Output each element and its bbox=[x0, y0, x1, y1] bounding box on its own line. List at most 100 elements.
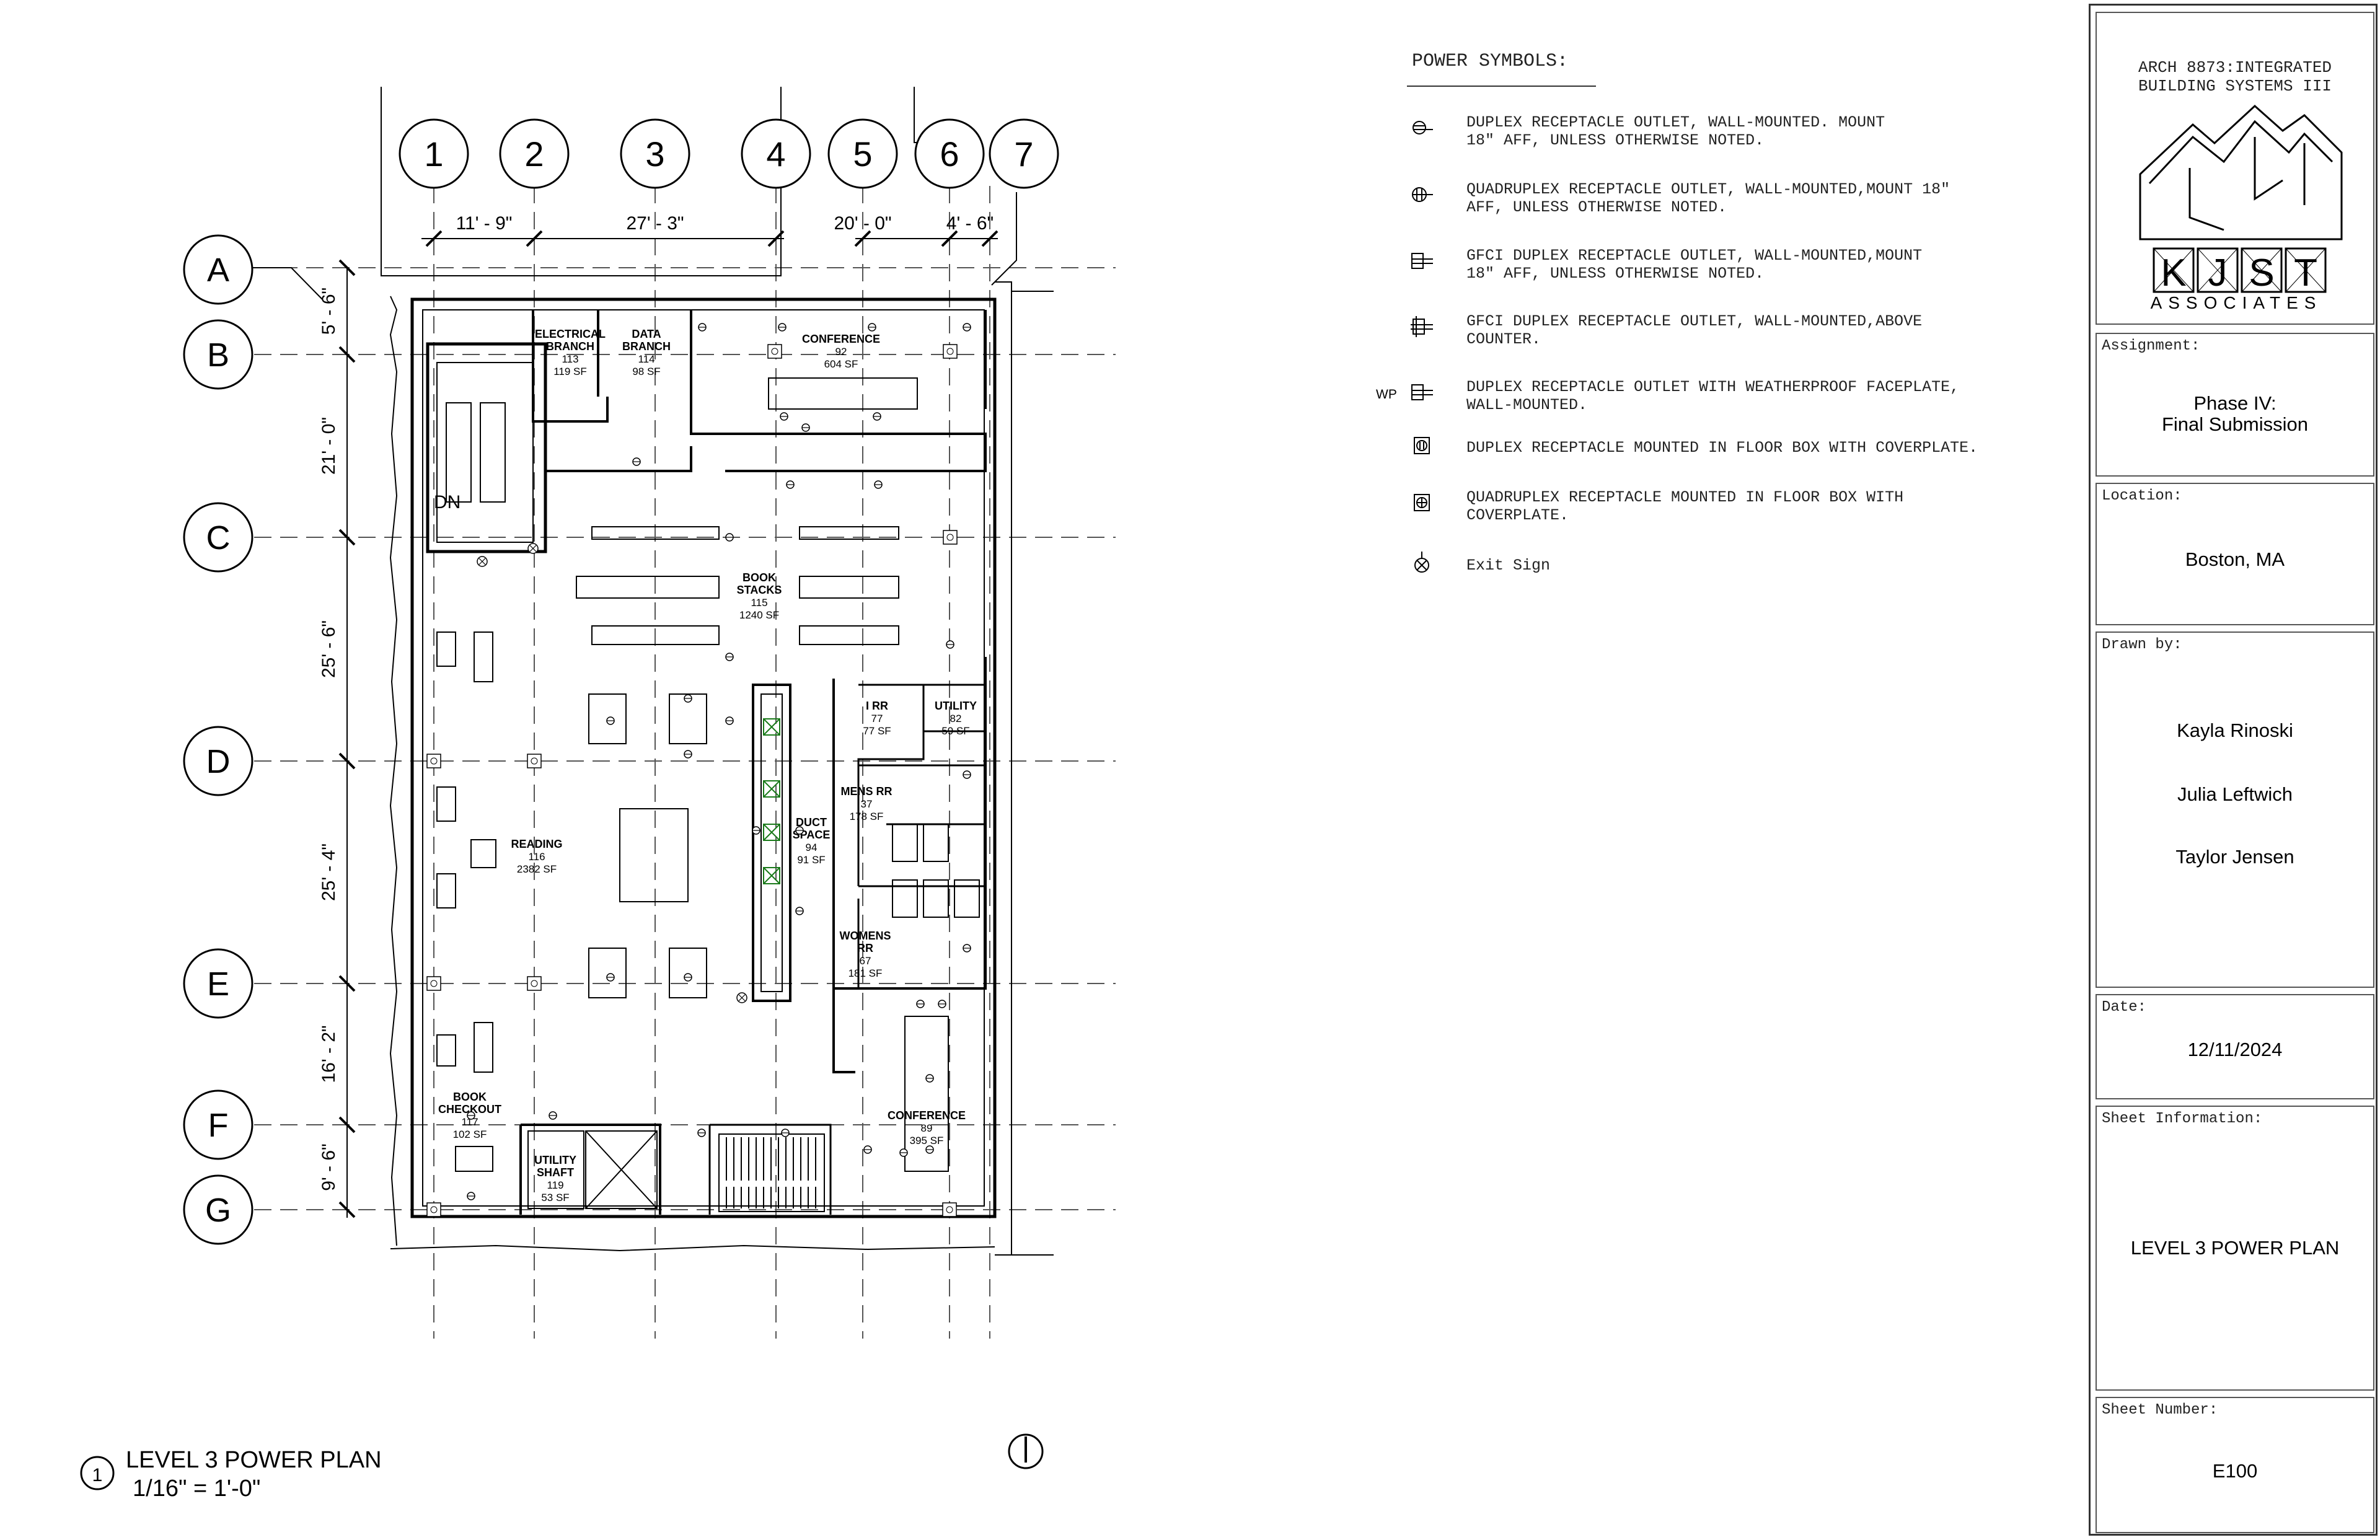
legend-item: DUPLEX RECEPTACLE MOUNTED IN FLOOR BOX W… bbox=[1407, 437, 2070, 482]
legend-item: GFCI DUPLEX RECEPTACLE OUTLET, WALL-MOUN… bbox=[1407, 247, 2070, 290]
grid-label: 6 bbox=[940, 134, 959, 174]
duplex-receptacle-icon bbox=[946, 640, 954, 649]
floor-box-duplex-icon bbox=[767, 344, 782, 359]
room-number: 117 bbox=[461, 1116, 478, 1128]
room-name: I RR bbox=[866, 700, 888, 712]
column-dimension: 4' - 6" bbox=[946, 213, 994, 234]
room-name: READING bbox=[511, 838, 562, 850]
grid-label: C bbox=[206, 519, 231, 557]
room-name: WOMENS bbox=[840, 930, 891, 942]
duplex-receptacle-icon bbox=[786, 480, 795, 489]
logo-subtitle: ASSOCIATES bbox=[2151, 293, 2322, 312]
legend-description: DUPLEX RECEPTACLE OUTLET, WALL-MOUNTED. … bbox=[1466, 113, 1885, 149]
duplex-receptacle-icon bbox=[874, 480, 883, 489]
room-number: 113 bbox=[562, 353, 578, 365]
drawn-by-cell: Drawn by: Kayla Rinoski Julia Leftwich T… bbox=[2096, 631, 2374, 988]
duplex-receptacle-icon bbox=[549, 1111, 557, 1120]
grid-bubble-D: D bbox=[183, 726, 253, 796]
duplex-receptacle-icon bbox=[938, 1000, 946, 1008]
room-area: 119 SF bbox=[553, 366, 587, 377]
grid-bubble-1: 1 bbox=[399, 118, 469, 189]
legend-item: Exit Sign bbox=[1407, 552, 2070, 600]
drawn-by-name-2: Julia Leftwich bbox=[2177, 783, 2293, 805]
grid-bubble-2: 2 bbox=[499, 118, 570, 189]
room-name: SHAFT bbox=[537, 1166, 574, 1179]
location-cell: Location: Boston, MA bbox=[2096, 483, 2374, 625]
grid-label: F bbox=[208, 1107, 229, 1144]
legend-item: QUADRUPLEX RECEPTACLE OUTLET, WALL-MOUNT… bbox=[1407, 180, 2070, 224]
duplex-receptacle-icon bbox=[863, 1145, 872, 1154]
exit-sign-icon bbox=[736, 992, 747, 1003]
room-area: 59 SF bbox=[941, 725, 969, 737]
duplex-receptacle-icon bbox=[467, 1192, 475, 1200]
grid-label: 2 bbox=[524, 134, 544, 174]
logo-letter-box: T bbox=[2285, 247, 2327, 294]
quadruplex-receptacle-icon bbox=[1407, 179, 1438, 210]
duplex-receptacle-icon bbox=[925, 1145, 934, 1154]
legend-description: DUPLEX RECEPTACLE OUTLET WITH WEATHERPRO… bbox=[1466, 378, 1960, 414]
assignment-cell: Assignment: Phase IV: Final Submission bbox=[2096, 333, 2374, 477]
duplex-receptacle-icon bbox=[795, 907, 804, 915]
duplex-receptacle-icon bbox=[781, 1129, 790, 1137]
floor-box-duplex-icon bbox=[527, 976, 542, 991]
duplex-receptacle-icon bbox=[963, 323, 971, 332]
lower-stair bbox=[718, 1133, 825, 1212]
grid-label: D bbox=[206, 743, 231, 780]
room-number: 116 bbox=[528, 851, 545, 863]
grid-bubble-C: C bbox=[183, 502, 253, 573]
grid-bubble-F: F bbox=[183, 1089, 253, 1160]
logo-cell: ARCH 8873:INTEGRATED BUILDING SYSTEMS II… bbox=[2096, 12, 2374, 325]
duplex-receptacle-icon bbox=[963, 770, 971, 779]
room-number: 94 bbox=[806, 842, 818, 853]
duplex-receptacle-icon bbox=[780, 412, 788, 421]
floor-box-duplex-icon bbox=[426, 1202, 441, 1217]
drawn-by-label: Drawn by: bbox=[2102, 636, 2182, 653]
grid-label: G bbox=[205, 1192, 231, 1229]
date-value: 12/11/2024 bbox=[2187, 1039, 2283, 1060]
grid-bubble-A: A bbox=[183, 234, 253, 305]
exit-sign-icon bbox=[527, 543, 539, 554]
room-name: UTILITY bbox=[935, 700, 977, 712]
legend-item: GFCI DUPLEX RECEPTACLE OUTLET, WALL-MOUN… bbox=[1407, 312, 2070, 356]
sheet-info-label: Sheet Information: bbox=[2102, 1111, 2263, 1127]
legend-description: GFCI DUPLEX RECEPTACLE OUTLET, WALL-MOUN… bbox=[1466, 312, 1923, 348]
sheet-info-cell: Sheet Information: LEVEL 3 POWER PLAN bbox=[2096, 1106, 2374, 1391]
gfci-duplex-counter-icon bbox=[1407, 311, 1438, 342]
view-number: 1 bbox=[92, 1465, 103, 1485]
legend-item: DUPLEX RECEPTACLE OUTLET WITH WEATHERPRO… bbox=[1407, 378, 2070, 421]
room-area: 181 SF bbox=[848, 967, 883, 979]
room-number: 115 bbox=[751, 597, 767, 609]
legend-description: Exit Sign bbox=[1466, 557, 1551, 574]
grid-bubble-7: 7 bbox=[989, 118, 1059, 189]
room-name: BRANCH bbox=[546, 340, 594, 353]
room-name: STACKS bbox=[737, 584, 782, 596]
date-cell: Date: 12/11/2024 bbox=[2096, 994, 2374, 1099]
room-area: 395 SF bbox=[910, 1135, 944, 1146]
room-number: 82 bbox=[950, 713, 962, 724]
floor-box-quadruplex-icon bbox=[1407, 487, 1438, 518]
assignment-value: Phase IV: Final Submission bbox=[2161, 392, 2309, 435]
legend-title: POWER SYMBOLS: bbox=[1412, 51, 1569, 72]
duplex-receptacle-icon bbox=[963, 944, 971, 953]
duplex-receptacle-icon bbox=[725, 653, 734, 661]
gfci-duplex-icon bbox=[1407, 245, 1438, 276]
room-area: 1240 SF bbox=[739, 609, 779, 621]
weatherproof-duplex-icon bbox=[1407, 377, 1438, 408]
grid-bubble-E: E bbox=[183, 948, 253, 1019]
exit-sign-icon bbox=[477, 556, 488, 567]
room-area: 91 SF bbox=[797, 854, 825, 866]
room-name: CHECKOUT bbox=[438, 1103, 501, 1115]
grid-bubble-3: 3 bbox=[620, 118, 690, 189]
duplex-receptacle-icon bbox=[873, 412, 881, 421]
duplex-receptacle-icon bbox=[801, 423, 810, 432]
floor-box-duplex-icon bbox=[426, 754, 441, 768]
logo-letter: K bbox=[2161, 252, 2186, 294]
